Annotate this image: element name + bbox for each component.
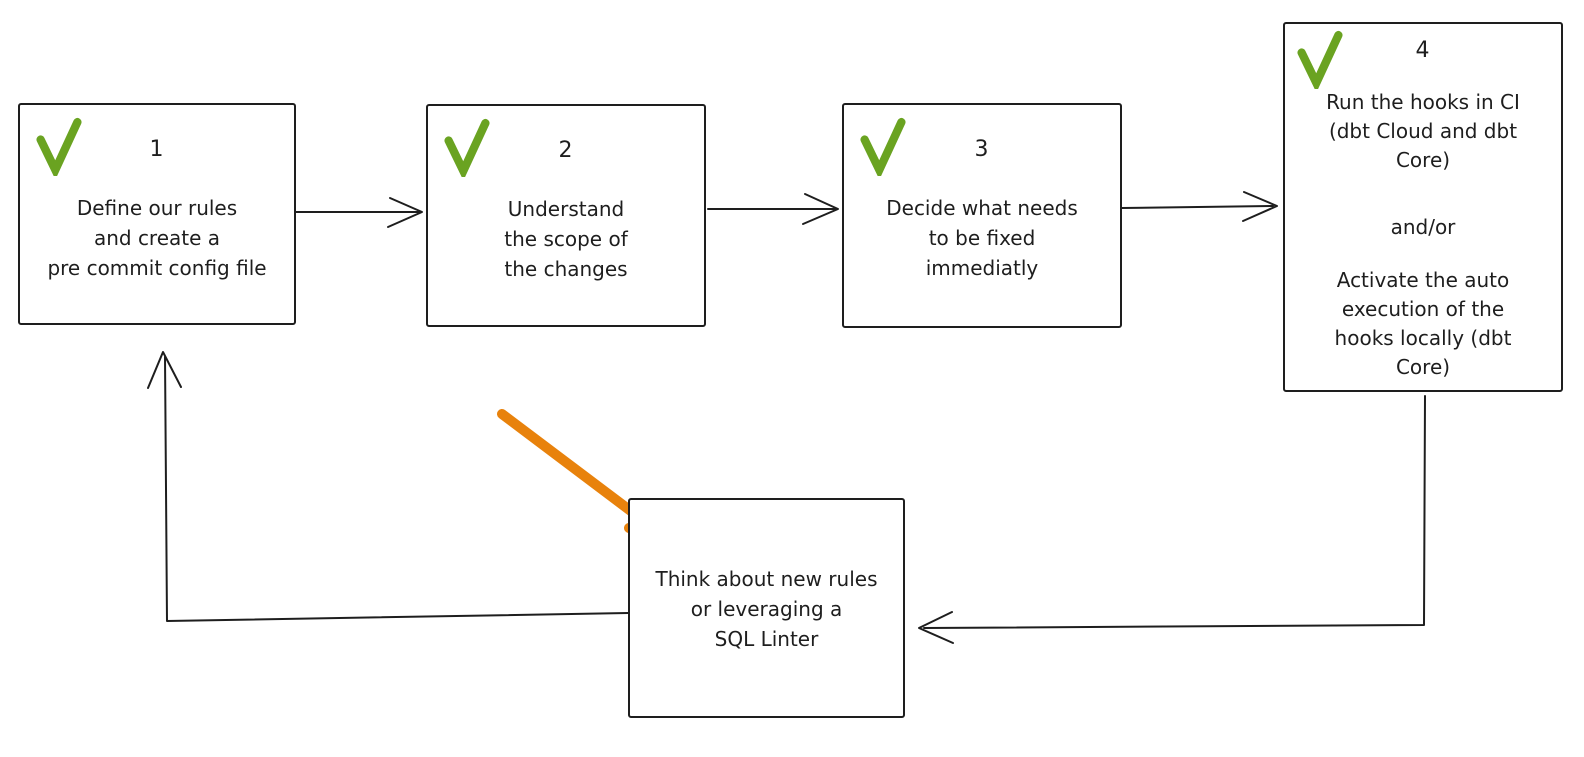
arrowhead-step1-to-step2-icon <box>387 197 423 228</box>
arrowhead-step4-to-loopbox-icon <box>918 611 954 644</box>
step-text: Define our rules and create a pre commit… <box>47 196 267 280</box>
step-box-3: 3 Decide what needs to be fixed immediat… <box>842 103 1122 328</box>
arrowhead-step3-to-step4-icon <box>1242 191 1278 222</box>
step-number: 1 <box>149 137 165 162</box>
arrowhead-step2-to-step3-icon <box>802 193 839 225</box>
check-icon <box>860 117 906 176</box>
arrow-step4-to-loopbox <box>923 395 1426 629</box>
loop-box-text: Think about new rules or leveraging a SQ… <box>655 567 878 651</box>
step-number: 3 <box>974 137 990 162</box>
arrow-loopbox-to-step1 <box>164 356 629 622</box>
step-box-4: 4 Run the hooks in CI (dbt Cloud and dbt… <box>1283 22 1563 392</box>
step4-body-bottom: Activate the auto execution of the hooks… <box>1334 268 1512 379</box>
step-text: Understand the scope of the changes <box>504 197 628 281</box>
step-box-2: 2 Understand the scope of the changes <box>426 104 706 327</box>
step-text: Run the hooks in CI (dbt Cloud and dbt C… <box>1293 88 1553 382</box>
arrowhead-loopbox-to-step1-icon <box>147 351 182 389</box>
step4-body-top: Run the hooks in CI (dbt Cloud and dbt C… <box>1326 90 1520 172</box>
step-text: Decide what needs to be fixed immediatly <box>886 196 1078 280</box>
arrow-step3-to-step4 <box>1121 205 1274 209</box>
loop-box: Think about new rules or leveraging a SQ… <box>628 498 905 718</box>
check-icon <box>36 117 82 176</box>
step-box-1: 1 Define our rules and create a pre comm… <box>18 103 296 325</box>
check-icon <box>444 118 490 177</box>
step4-connector: and/or <box>1390 215 1456 239</box>
check-icon <box>1297 30 1343 89</box>
step-number: 2 <box>558 138 574 163</box>
step-number: 4 <box>1415 38 1431 63</box>
